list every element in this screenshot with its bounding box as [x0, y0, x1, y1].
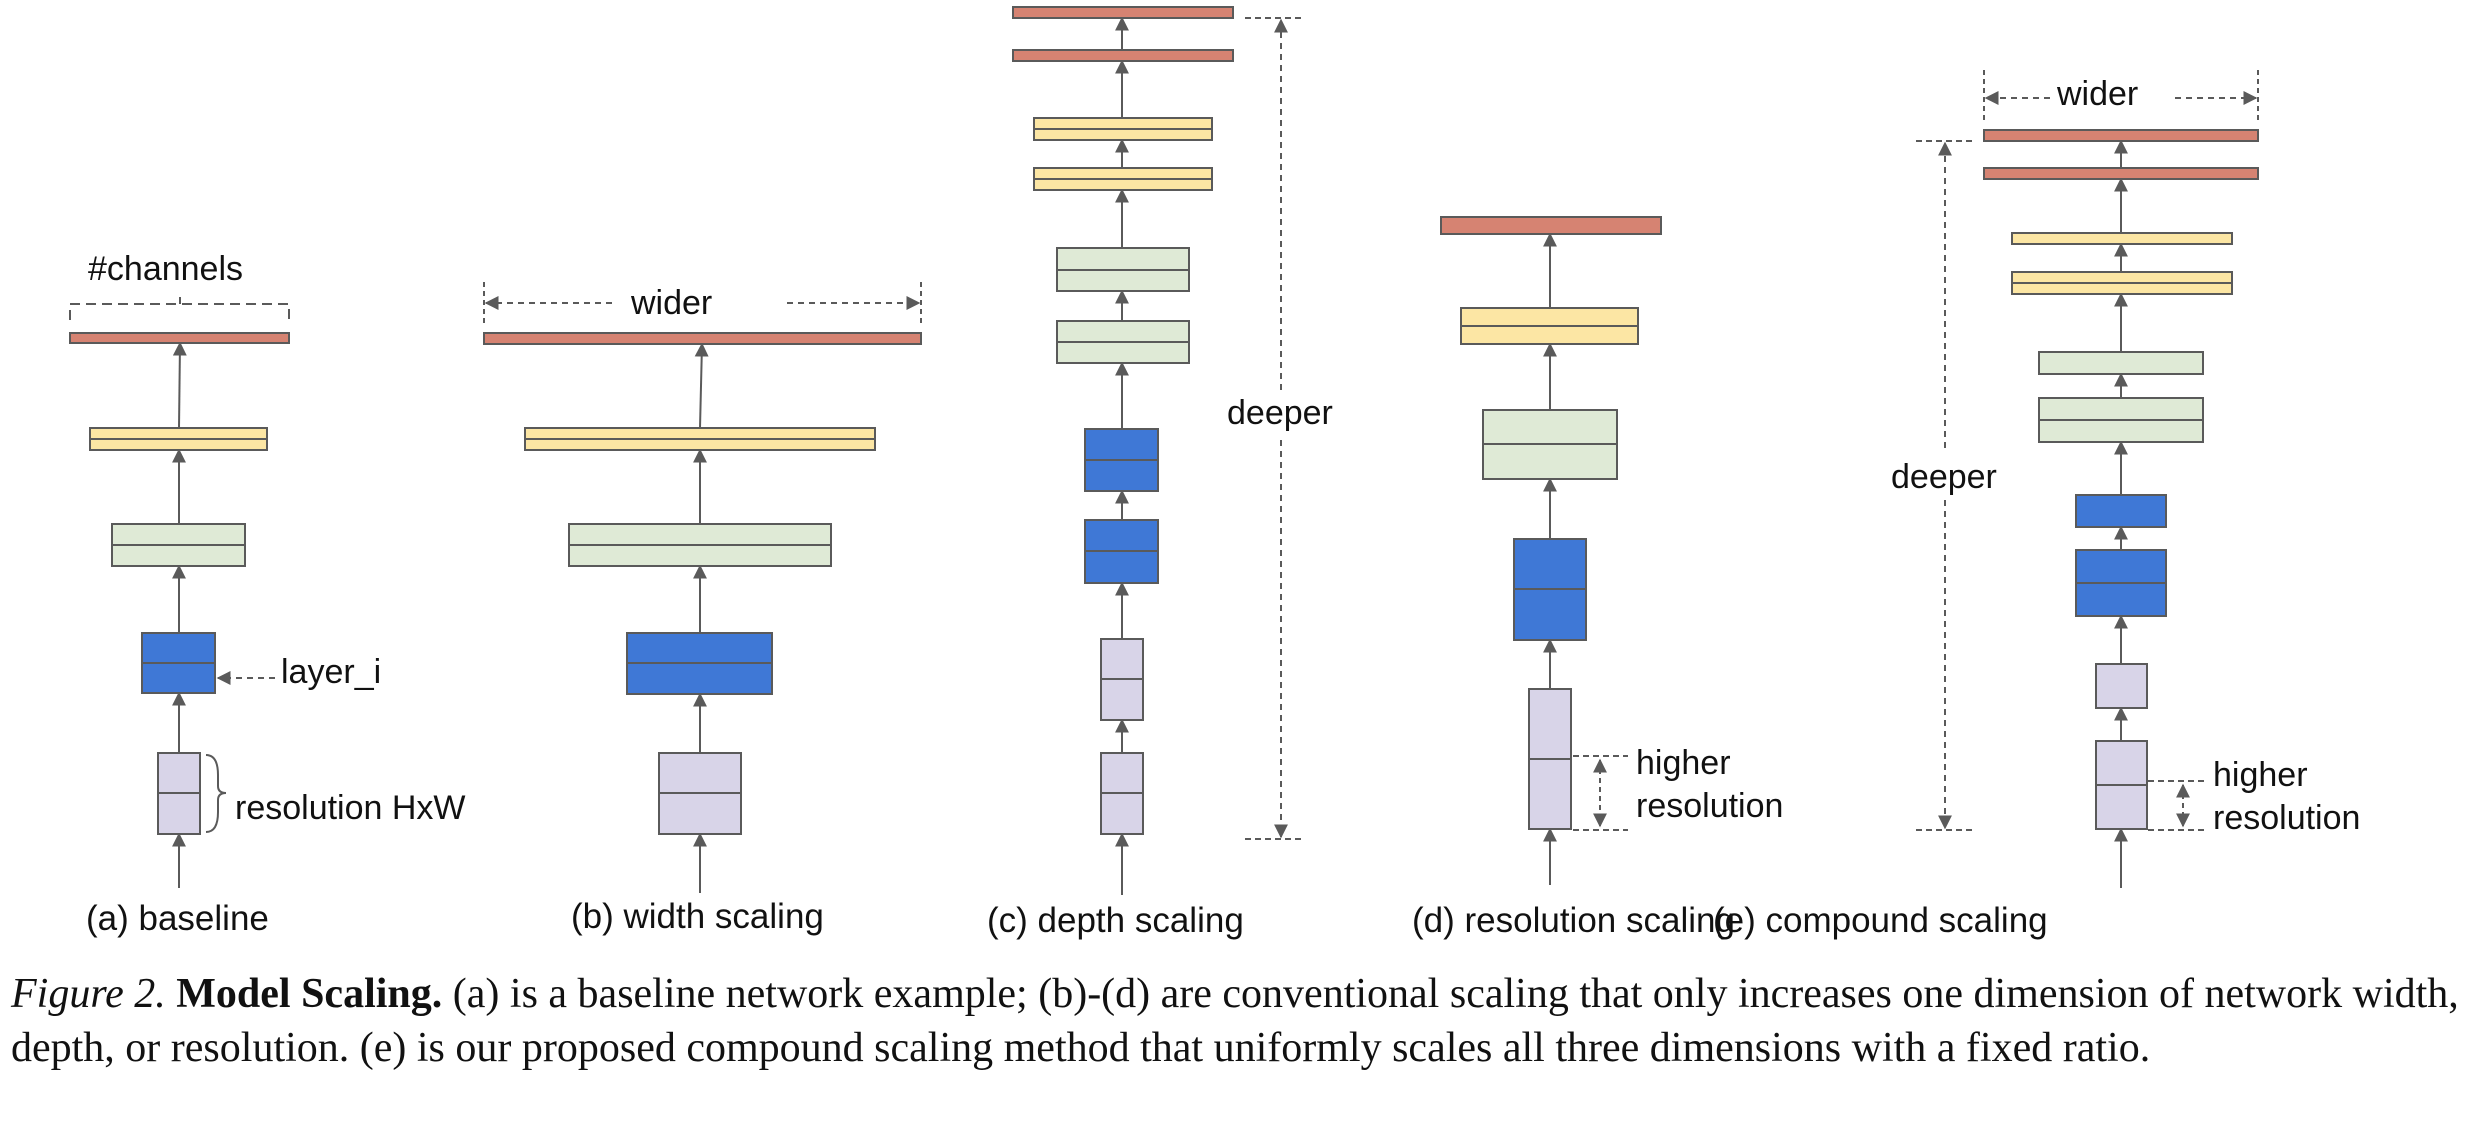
subcaption-baseline: (a) baseline: [86, 899, 269, 938]
figure-number: Figure 2.: [11, 971, 166, 1017]
higher-label: higher: [1636, 744, 1731, 782]
panel-baseline: [69, 297, 290, 888]
caption-text: (a) is a baseline network example; (b)-(…: [11, 971, 2459, 1071]
conv-block-yellow: [2011, 232, 2233, 245]
figure-title: Model Scaling.: [176, 971, 443, 1017]
resolution-label: resolution HxW: [235, 789, 466, 827]
output-layer-red: [1440, 216, 1662, 235]
wider-label: wider: [2056, 75, 2138, 113]
subcaption-depth-scaling: (c) depth scaling: [987, 901, 1244, 940]
subcaption-compound-scaling: (e) compound scaling: [1713, 901, 2048, 940]
resolution-label: resolution: [2213, 799, 2360, 837]
figure-caption: Figure 2. Model Scaling. (a) is a baseli…: [11, 967, 2481, 1075]
output-layer-red: [1983, 167, 2259, 180]
output-layer-red: [1012, 6, 1234, 19]
deeper-label: deeper: [1227, 394, 1333, 432]
channels-bracket: [69, 303, 290, 320]
layer-label: layer_i: [281, 653, 381, 691]
channels-label: #channels: [88, 250, 243, 288]
panel-resolution-scaling: [1440, 216, 1662, 885]
input-block-purple: [2095, 663, 2148, 709]
subcaption-width-scaling: (b) width scaling: [571, 897, 824, 936]
output-layer-red: [1012, 49, 1234, 62]
panel-width-scaling: [483, 282, 922, 893]
connector-arrow: [172, 341, 187, 429]
resolution-label: resolution: [1636, 787, 1783, 825]
conv-block-blue: [2075, 494, 2167, 528]
higher-label: higher: [2213, 756, 2308, 794]
model-scaling-diagram: #channels layer_i resolution HxW (a) bas…: [69, 6, 2360, 940]
conv-block-green: [2038, 351, 2204, 375]
panel-depth-scaling: [1012, 6, 1305, 895]
wider-label: wider: [630, 284, 712, 322]
output-layer-red: [1983, 129, 2259, 142]
panel-compound-scaling: [1916, 70, 2259, 888]
output-layer-red: [69, 332, 290, 344]
output-layer-red: [483, 332, 922, 345]
deeper-label: deeper: [1891, 458, 1997, 496]
subcaption-resolution-scaling: (d) resolution scaling: [1412, 901, 1735, 940]
resolution-brace: [205, 754, 227, 833]
connector-arrow: [694, 342, 709, 429]
